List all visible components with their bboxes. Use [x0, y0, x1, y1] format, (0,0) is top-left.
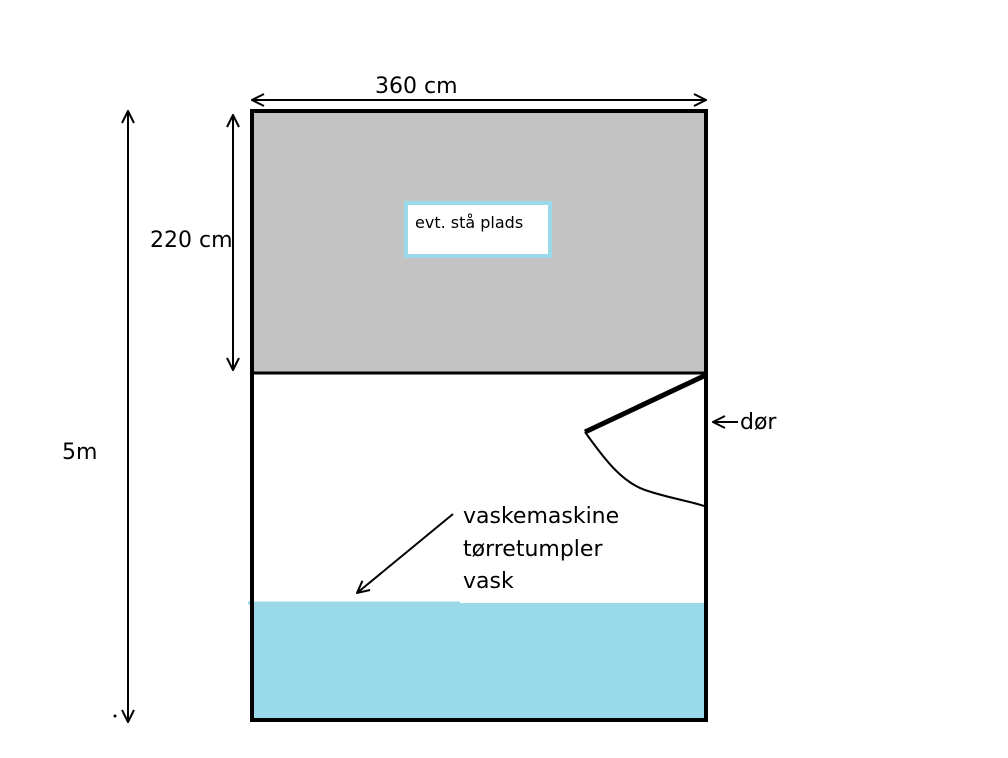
appliance-label-line-3: vask — [463, 569, 514, 594]
width-dimension-label: 360 cm — [375, 74, 458, 99]
door-label: dør — [740, 410, 777, 435]
standing-area-label: evt. stå plads — [415, 213, 523, 232]
depth-dimension-label: 220 cm — [150, 228, 233, 253]
appliance-pointer-arrow — [357, 513, 454, 593]
door-swing-arc — [584, 431, 705, 507]
appliance-label-line-2: tørretumpler — [463, 537, 603, 562]
stray-dot — [113, 714, 117, 718]
standing-area-label-box — [404, 201, 552, 258]
door-leaf — [583, 372, 708, 435]
length-dimension-label: 5m — [62, 440, 97, 465]
appliance-area — [252, 603, 706, 720]
appliance-label-line-1: vaskemaskine — [463, 504, 619, 529]
room-outline — [250, 109, 708, 722]
